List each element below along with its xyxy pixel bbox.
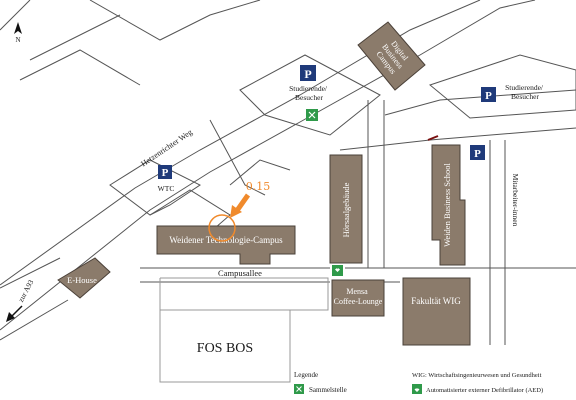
parking-label: Studierende/ Besucher — [289, 84, 329, 102]
parking-label: Mitarbeiter-innen — [511, 174, 520, 227]
building-fakultaet-wig[interactable] — [402, 277, 471, 346]
parking-mitarbeiter[interactable]: P Mitarbeiter-innen — [470, 145, 520, 227]
building-hoersaalgebaeude[interactable] — [329, 154, 363, 264]
building-mensa[interactable] — [331, 279, 385, 317]
parking-symbol: P — [162, 167, 169, 179]
legend-assembly-icon — [294, 384, 304, 394]
a93-direction-arrow-icon — [6, 305, 23, 322]
label-fos-bos: FOS BOS — [197, 341, 253, 356]
legend-wig-note: WIG: Wirtschaftsingenieurwesen und Gesun… — [412, 372, 542, 379]
entrance-marker-icon — [427, 135, 439, 141]
building-digital-business-campus[interactable] — [357, 21, 426, 91]
parking-symbol: P — [485, 90, 492, 102]
parking-symbol: P — [304, 67, 311, 81]
parking-studierende-right[interactable]: P Studierende/ Besucher — [481, 83, 545, 102]
label-weiden-business-school: Weiden Business School — [442, 162, 452, 246]
building-e-house[interactable] — [57, 257, 111, 299]
building-weiden-business-school[interactable] — [431, 144, 466, 266]
legend-aed: Automatisierter externer Defibrillator (… — [426, 387, 543, 394]
parking-label: WTC — [158, 184, 175, 193]
label-fakultaet-wig: Fakultät WIG — [411, 296, 461, 306]
legend-sammelstelle: Sammelstelle — [309, 386, 347, 394]
road-network — [0, 0, 576, 345]
marker-circle — [208, 214, 236, 242]
aed-icon — [332, 265, 343, 276]
buildings — [57, 21, 471, 346]
road-label-hetzenrichter-weg: Hetzenrichter Weg — [139, 127, 194, 168]
parking-wtc[interactable]: P WTC — [158, 165, 175, 193]
north-arrow-icon: N — [14, 22, 22, 44]
parking-symbol: P — [474, 148, 481, 160]
parking-studierende-top[interactable]: P Studierende/ Besucher — [289, 65, 329, 121]
marker-arrowhead — [230, 205, 242, 218]
marker-arrow — [233, 193, 251, 214]
road-label-zur-a93: zur A93 — [16, 278, 35, 304]
label-e-house: E-House — [67, 275, 97, 285]
marker-label: 0.15 — [246, 180, 271, 193]
building-weidener-technologie-campus[interactable] — [156, 225, 296, 265]
label-hoersaalgebaeude: Hörsaalgebäude — [341, 182, 351, 237]
road-label-campusallee: Campusallee — [218, 268, 262, 278]
legend: Legende Sammelstelle WIG: Wirtschaftsing… — [294, 371, 543, 394]
parking-label: Studierende/ Besucher — [505, 83, 545, 101]
assembly-point-icon — [306, 109, 318, 121]
legend-aed-icon — [412, 384, 422, 394]
legend-title: Legende — [294, 371, 318, 379]
fos-bos-area — [159, 309, 291, 383]
location-marker[interactable]: 0.15 — [208, 180, 271, 242]
compass-label: N — [15, 36, 20, 44]
label-mensa: Mensa Coffee-Lounge — [334, 287, 383, 306]
